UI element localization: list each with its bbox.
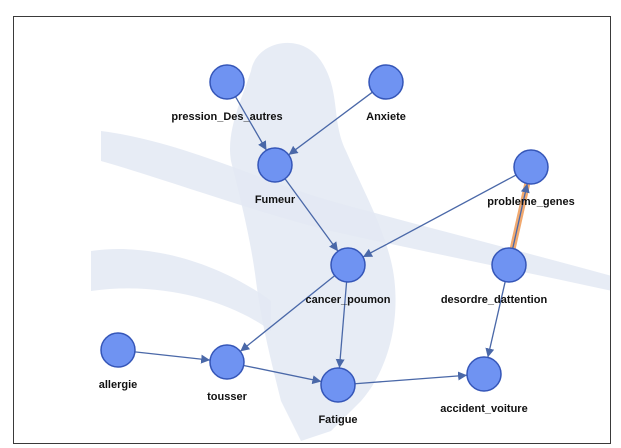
edge-tousser-to-fatigue[interactable] xyxy=(243,364,322,385)
node-label-fatigue: Fatigue xyxy=(318,414,357,426)
node-label-cancer: cancer_poumon xyxy=(306,294,391,306)
node-label-accident: accident_voiture xyxy=(440,403,527,415)
node-fatigue[interactable] xyxy=(320,367,356,403)
background-watermark xyxy=(91,42,610,442)
node-label-pression: pression_Des_autres xyxy=(171,111,282,123)
edge-allergie-to-tousser[interactable] xyxy=(134,351,211,364)
edge-desordre-to-accident[interactable] xyxy=(485,281,506,358)
node-accident[interactable] xyxy=(466,356,502,392)
edge-fumeur-to-cancer[interactable] xyxy=(284,178,339,252)
edge-fatigue-to-accident[interactable] xyxy=(354,371,468,385)
watermark-band-left xyxy=(91,249,271,331)
edge-cancer-to-fatigue[interactable] xyxy=(335,281,348,369)
node-tousser[interactable] xyxy=(209,344,245,380)
node-genes[interactable] xyxy=(513,149,549,185)
node-label-anxiete: Anxiete xyxy=(366,111,406,123)
edge-cancer-to-tousser[interactable] xyxy=(239,275,336,352)
node-desordre[interactable] xyxy=(491,247,527,283)
node-pression[interactable] xyxy=(209,64,245,100)
node-label-allergie: allergie xyxy=(99,379,138,391)
node-allergie[interactable] xyxy=(100,332,136,368)
node-cancer[interactable] xyxy=(330,247,366,283)
edge-anxiete-to-fumeur[interactable] xyxy=(288,91,373,156)
watermark-figure xyxy=(230,42,396,442)
edge-desordre-to-genes[interactable] xyxy=(512,183,530,249)
node-anxiete[interactable] xyxy=(368,64,404,100)
node-label-desordre: desordre_dattention xyxy=(441,294,548,306)
node-label-tousser: tousser xyxy=(207,391,247,403)
edges-layer xyxy=(134,91,531,385)
nodes-layer xyxy=(100,64,549,403)
node-label-genes: probleme_genes xyxy=(487,196,574,208)
watermark-band xyxy=(101,131,610,291)
node-fumeur[interactable] xyxy=(257,147,293,183)
edge-genes-to-cancer[interactable] xyxy=(362,174,517,258)
node-label-fumeur: Fumeur xyxy=(255,194,296,206)
edge-pression-to-fumeur[interactable] xyxy=(234,96,268,151)
